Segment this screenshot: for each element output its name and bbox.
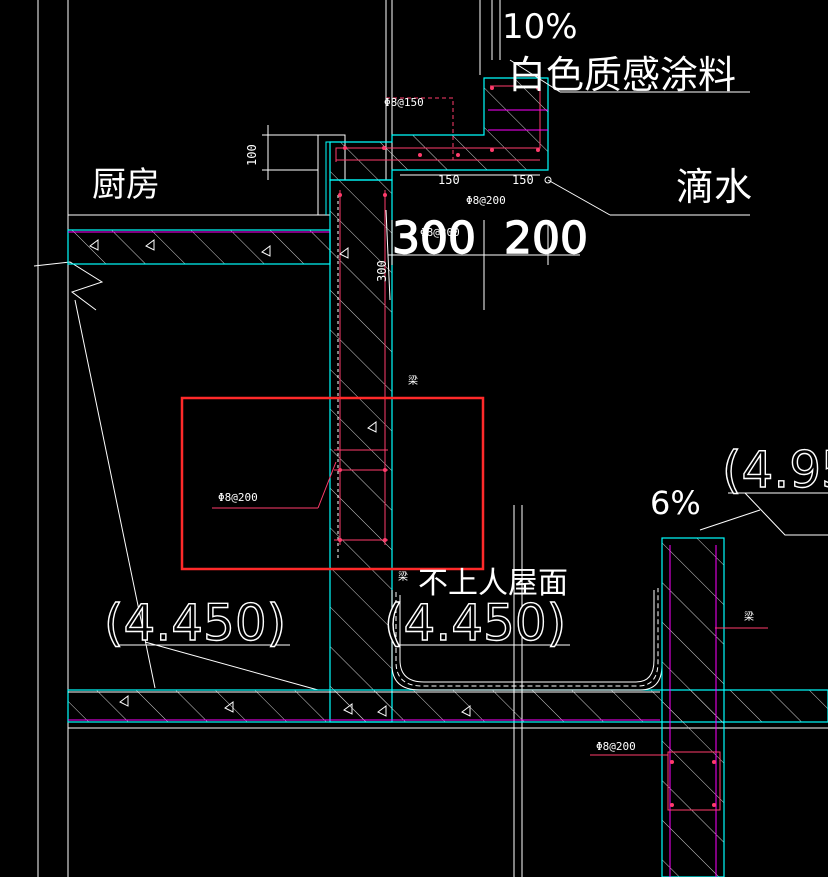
- dim-100: 100: [245, 144, 259, 166]
- right-wall: [590, 509, 768, 877]
- dim-300-large: 300: [392, 213, 476, 264]
- rebar-label-200-a: Φ8@200: [466, 194, 506, 207]
- vertical-wall: [317, 134, 393, 723]
- finish-coating-label: 白色质感涂料: [508, 53, 736, 97]
- parapet-cap: [329, 0, 750, 216]
- leader-line-left-b: [144, 641, 319, 691]
- rebar-label-200-box: Φ8@200: [218, 491, 258, 504]
- slope-label-6: 6%: [650, 484, 701, 522]
- highlight-box[interactable]: [180, 396, 485, 571]
- break-symbol: [33, 261, 104, 311]
- upper-slab: [67, 229, 331, 265]
- dim-150-a: 150: [438, 173, 460, 187]
- rebar-label-200-right: Φ8@200: [596, 740, 636, 753]
- rebar-leader-b: [317, 461, 337, 509]
- dimension-lines: [262, 125, 580, 310]
- room-label-kitchen: 厨房: [92, 165, 160, 205]
- gutter: [391, 585, 663, 691]
- top-slope-label: 10%: [502, 7, 578, 47]
- roof-label: 不上人屋面: [418, 566, 568, 601]
- elevation-right: (4.95: [722, 441, 828, 499]
- dim-150-b: 150: [512, 173, 534, 187]
- dim-300-small: 300: [375, 260, 389, 282]
- drip-label: 滴水: [676, 165, 752, 209]
- tag-b: 梁: [398, 570, 408, 583]
- elevation-markers: [115, 492, 828, 646]
- tag-a: 梁: [408, 374, 418, 387]
- dim-200-large: 200: [504, 213, 588, 264]
- tag-c: 梁: [744, 610, 754, 623]
- elevation-left: (4.450): [104, 594, 286, 652]
- leader-line-left: [74, 299, 156, 689]
- elevation-mid: (4.450): [384, 594, 566, 652]
- rebar-label-150: Φ8@150: [384, 96, 424, 109]
- rebar-label-200-b: Φ8@200: [420, 226, 460, 239]
